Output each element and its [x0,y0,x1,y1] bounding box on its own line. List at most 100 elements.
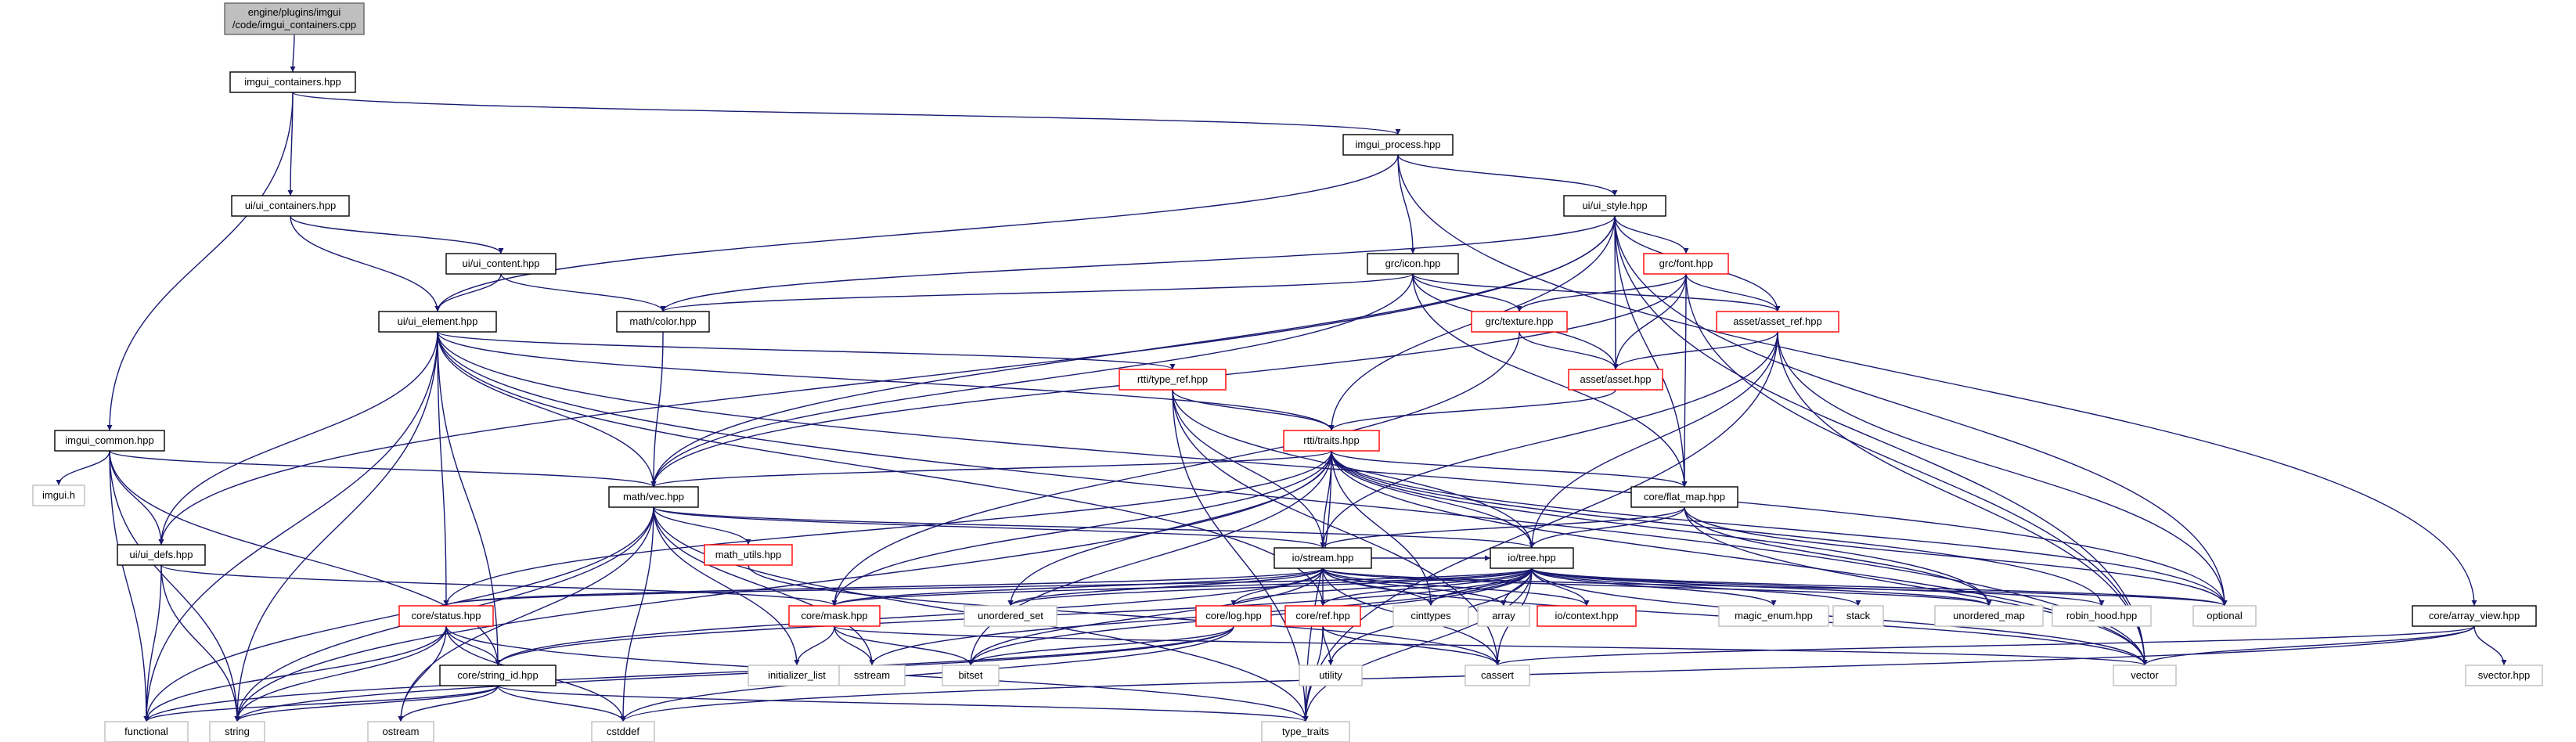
edge-ui_defs-to-core_mask [160,564,838,607]
node-math-color[interactable]: math/color.hpp [616,311,710,333]
node-box [1284,605,1361,627]
node-io-stream[interactable]: io/stream.hpp [1274,547,1372,569]
edge-ui_style-to-asset [1612,215,1619,370]
node-ui-element[interactable]: ui/ui_element.hpp [378,311,497,333]
edge-ui_style-to-optional [1614,215,2228,607]
node-rtti-traits[interactable]: rtti/traits.hpp [1283,430,1380,452]
node-label: ui/ui_content.hpp [462,258,539,269]
node-ui-content[interactable]: ui/ui_content.hpp [445,253,557,275]
edge-io_stream-to-io_context [1322,567,1590,607]
edge-flat_map-to-io_stream [1320,506,1685,549]
node-stack: stack [1832,605,1884,627]
node-unordered-map: unordered_map [1934,605,2044,627]
edge-io_tree-to-core_status [443,567,1533,607]
node-io-tree[interactable]: io/tree.hpp [1490,547,1574,569]
node-rtti-type-ref[interactable]: rtti/type_ref.hpp [1119,369,1227,391]
edge-core_log-to-string [234,625,1234,722]
node-label: core/log.hpp [1205,610,1262,621]
node-label: asset/asset.hpp [1580,373,1651,385]
node-ui-style[interactable]: ui/ui_style.hpp [1563,195,1666,217]
node-asset[interactable]: asset/asset.hpp [1568,369,1663,391]
node-vector: vector [2113,665,2177,686]
node-ui-defs[interactable]: ui/ui_defs.hpp [117,544,206,566]
node-label: rtti/type_ref.hpp [1137,373,1208,385]
edge-imgui_process-to-ui_style [1397,154,1618,196]
edge-imgui_process-to-grc_icon [1397,154,1416,254]
edge-io_tree-to-stack [1531,567,1861,607]
edge-grc_font-to-grc_texture [1516,273,1687,312]
edge-ui_content-to-ui_element [434,273,502,312]
node-box [229,71,356,93]
node-grc-icon[interactable]: grc/icon.hpp [1367,253,1459,275]
node-label: imgui.h [42,489,75,501]
node-label: math/color.hpp [629,315,696,327]
edge-rtti_traits-to-io_tree [1331,450,1535,549]
node-core-array-view[interactable]: core/array_view.hpp [2412,605,2537,627]
edge-io_stream-to-optional [1322,567,2228,607]
edge-grc_icon-to-grc_texture [1412,273,1522,312]
node-label: cstddef [607,726,639,737]
edge-core_log-to-functional [143,625,1234,722]
edge-root-to-imgui_containers [290,34,296,73]
node-asset-ref[interactable]: asset/asset_ref.hpp [1716,311,1839,333]
edge-ui_defs-to-string [160,564,240,722]
edge-asset_ref-to-asset [1612,331,1778,370]
edge-ui_content-to-math_color [500,273,666,312]
node-label: core/string_id.hpp [457,669,538,681]
edge-imgui_containers-to-imgui_common [106,92,294,431]
node-core-ref[interactable]: core/ref.hpp [1284,605,1361,627]
node-label: io/tree.hpp [1508,552,1555,564]
edge-core_array_view-to-vector [2142,625,2475,666]
node-box [1490,547,1574,569]
edge-ui_style-to-grc_font [1614,215,1689,254]
node-box [616,311,710,333]
node-label: grc/icon.hpp [1385,258,1441,269]
node-math-vec[interactable]: math/vec.hpp [608,486,699,508]
node-ui-containers[interactable]: ui/ui_containers.hpp [231,195,350,217]
node-robin-hood: robin_hood.hpp [2052,605,2152,627]
node-imgui-common[interactable]: imgui_common.hpp [54,430,165,452]
node-root[interactable]: engine/plugins/imgui/code/imgui_containe… [224,2,365,35]
node-box [838,665,906,686]
node-core-log[interactable]: core/log.hpp [1195,605,1272,627]
node-flat-map[interactable]: core/flat_map.hpp [1630,486,1738,508]
edge-asset_ref-to-optional [1777,331,2228,607]
node-label: core/flat_map.hpp [1644,491,1725,502]
edge-core_status-to-string [234,625,447,722]
edge-core_status-to-functional [143,625,447,722]
edge-core_string_id-to-type_traits [497,685,1309,722]
node-core-mask[interactable]: core/mask.hpp [788,605,881,627]
node-grc-font[interactable]: grc/font.hpp [1643,253,1729,275]
node-label: optional [2207,610,2243,621]
edge-imgui_common-to-ui_defs [109,450,164,546]
node-box [1934,605,2044,627]
node-label: cassert [1481,669,1514,681]
node-label: asset/asset_ref.hpp [1733,315,1821,327]
edge-ui_element-to-ui_defs [158,331,438,546]
node-label: ui/ui_element.hpp [398,315,478,327]
node-label: /code/imgui_containers.cpp [232,19,356,31]
node-box [591,721,655,742]
node-imgui-process[interactable]: imgui_process.hpp [1342,134,1454,156]
node-grc-texture[interactable]: grc/texture.hpp [1471,311,1568,333]
node-ostream: ostream [367,721,434,742]
node-box [748,665,846,686]
node-imgui-containers[interactable]: imgui_containers.hpp [229,71,356,93]
edge-math_utils-to-cassert [748,564,1501,666]
node-math-utils[interactable]: math_utils.hpp [704,544,793,566]
node-label: grc/texture.hpp [1486,315,1554,327]
node-box [104,721,189,742]
node-core-status[interactable]: core/status.hpp [398,605,494,627]
node-box [1568,369,1663,391]
node-box [445,253,557,275]
node-label: ui/ui_containers.hpp [245,200,336,211]
node-io-context[interactable]: io/context.hpp [1537,605,1637,627]
edge-rtti_type_ref-to-io_stream [1172,389,1326,549]
node-label: core/array_view.hpp [2429,610,2520,621]
node-box [788,605,881,627]
node-array: array [1477,605,1530,627]
node-core-string-id[interactable]: core/string_id.hpp [439,665,557,686]
node-box [378,311,497,333]
edge-ui_element-to-string [234,331,438,722]
node-bitset: bitset [942,665,1000,686]
